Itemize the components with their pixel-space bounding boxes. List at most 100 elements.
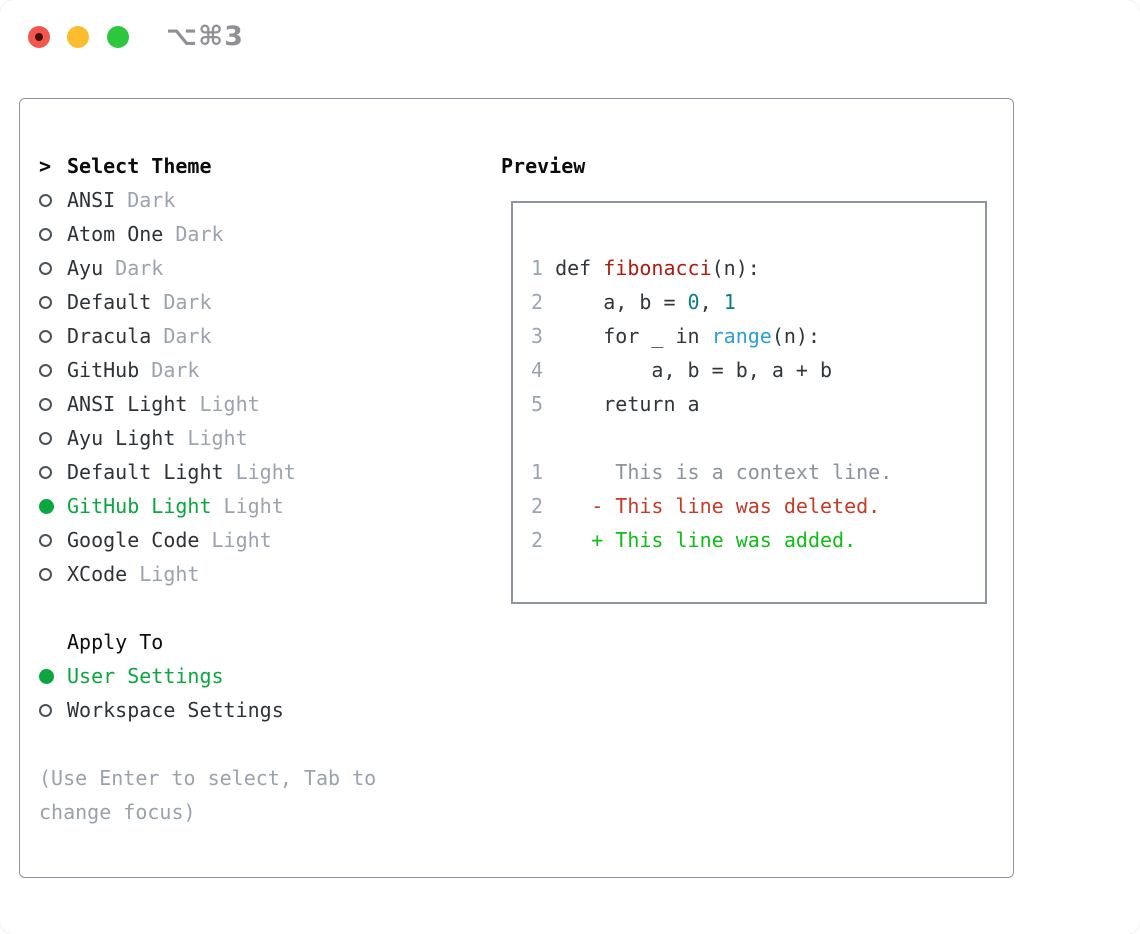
radio-unselected-icon [39,533,67,547]
radio-selected-icon [39,498,67,514]
token-number: 1 [723,290,736,314]
maximize-button[interactable] [107,26,129,48]
minimize-button[interactable] [67,26,89,48]
radio-circle [39,703,52,717]
radio-circle [39,193,52,207]
prompt-caret-icon: > [39,154,52,178]
theme-option-ayu-light[interactable]: Ayu Light Light [39,421,489,455]
window-title: ⌥⌘3 [166,21,244,52]
radio-circle [39,498,54,514]
radio-circle [39,431,52,445]
radio-unselected-icon [39,227,67,241]
select-theme-title: Select Theme [67,154,212,178]
apply-option-user-settings[interactable]: User Settings [39,659,489,693]
token-function: fibonacci [603,256,712,280]
radio-unselected-icon [39,193,67,207]
theme-variant-tag: Dark [151,290,212,314]
theme-option-default[interactable]: Default Dark [39,285,489,319]
token-default: for _ in [543,324,712,348]
theme-variant-tag: Dark [103,256,164,280]
token-added: + This line was added. [543,528,857,552]
preview-line-code: 5 return a [531,387,985,421]
radio-circle [39,533,52,547]
token-ln: 3 [531,324,544,348]
theme-option-atom-one[interactable]: Atom One Dark [39,217,489,251]
option-label: ANSI [67,188,116,212]
theme-option-dracula[interactable]: Dracula Dark [39,319,489,353]
option-label: Default Light [67,460,224,484]
option-label: Dracula [67,324,152,348]
apply-option-workspace-settings[interactable]: Workspace Settings [39,693,489,727]
option-label: Google Code [67,528,200,552]
option-label: Default [67,290,152,314]
radio-circle [39,227,52,241]
option-label: ANSI Light [67,392,188,416]
apply-to-header: Apply To [39,625,489,659]
token-default: a, b = b, a + b [543,358,833,382]
token-ln: 2 [531,528,544,552]
preview-line-diff-context: 1 This is a context line. [531,455,985,489]
token-default: (n): [771,324,821,348]
radio-unselected-icon [39,397,67,411]
option-label: Ayu Light [67,426,176,450]
token-number: 0 [687,290,700,314]
radio-circle [39,261,52,275]
theme-variant-tag: Light [127,562,200,586]
theme-option-ansi-light[interactable]: ANSI Light Light [39,387,489,421]
token-context: This is a context line. [543,460,893,484]
theme-variant-tag: Dark [151,324,212,348]
option-label: Atom One [67,222,164,246]
radio-unselected-icon [39,567,67,581]
token-ln: 1 [531,256,544,280]
close-button[interactable] [28,26,50,48]
close-button-dot [35,33,43,41]
preview-line-code: 3 for _ in range(n): [531,319,985,353]
radio-unselected-icon [39,363,67,377]
theme-option-github[interactable]: GitHub Dark [39,353,489,387]
theme-variant-tag: Dark [163,222,224,246]
radio-circle [39,465,52,479]
radio-circle [39,295,52,309]
spacer [39,727,489,761]
token-default: a, b = [543,290,688,314]
token-default: def [543,256,604,280]
preview-line-blank [531,421,985,455]
theme-variant-tag: Light [211,494,284,518]
theme-option-ayu[interactable]: Ayu Dark [39,251,489,285]
theme-variant-tag: Light [223,460,296,484]
theme-option-xcode[interactable]: XCode Light [39,557,489,591]
help-text: (Use Enter to select, Tab to change focu… [39,766,377,824]
token-default: return a [543,392,700,416]
token-ln: 5 [531,392,544,416]
theme-variant-tag: Dark [115,188,176,212]
radio-circle [39,567,52,581]
radio-unselected-icon [39,431,67,445]
preview-line-code: 4 a, b = b, a + b [531,353,985,387]
theme-option-github-light[interactable]: GitHub Light Light [39,489,489,523]
radio-circle [39,668,54,684]
theme-variant-tag: Light [199,528,272,552]
radio-selected-icon [39,668,67,684]
option-label: User Settings [67,664,224,688]
apply-to-title: Apply To [67,630,164,654]
token-ln: 2 [531,290,544,314]
option-label: GitHub [67,358,140,382]
radio-circle [39,329,52,343]
theme-option-default-light[interactable]: Default Light Light [39,455,489,489]
preview-line-code: 1 def fibonacci(n): [531,251,985,285]
preview-line-diff-deleted: 2 - This line was deleted. [531,489,985,523]
theme-variant-tag: Light [187,392,260,416]
option-label: Ayu [67,256,104,280]
theme-option-ansi[interactable]: ANSI Dark [39,183,489,217]
option-label: Workspace Settings [67,698,284,722]
preview-line-diff-added: 2 + This line was added. [531,523,985,557]
radio-unselected-icon [39,703,67,717]
theme-variant-tag: Dark [139,358,200,382]
theme-variant-tag: Light [175,426,248,450]
radio-unselected-icon [39,465,67,479]
theme-option-google-code[interactable]: Google Code Light [39,523,489,557]
